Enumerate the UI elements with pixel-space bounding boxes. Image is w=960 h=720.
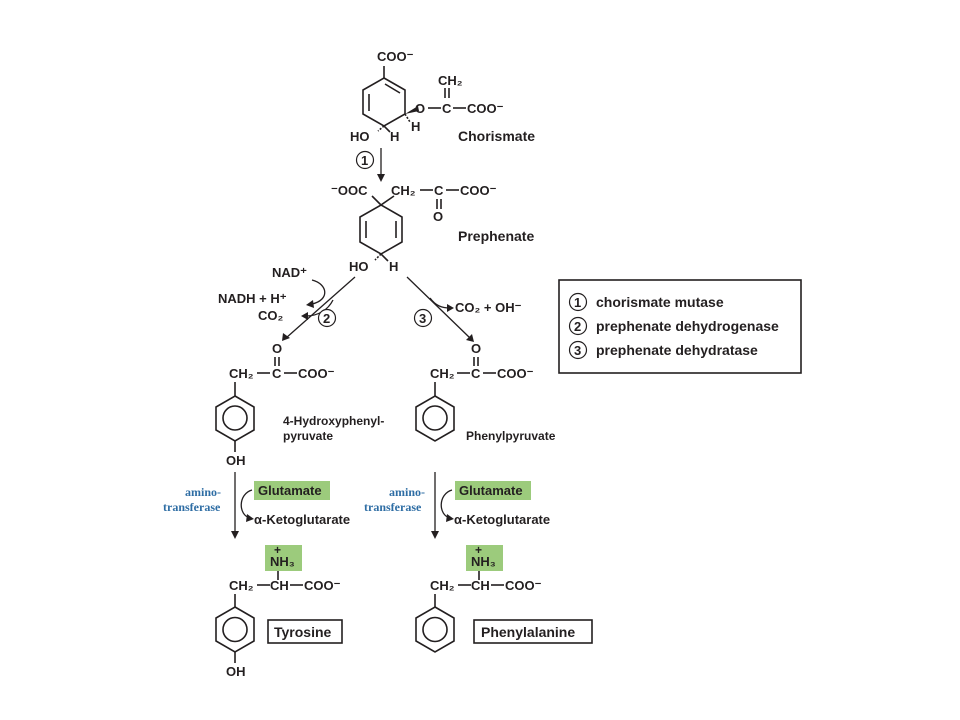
co2-oh-label: CO₂ + OH⁻ [455, 300, 522, 315]
chorismate-coo-top: COO⁻ [377, 49, 414, 64]
aminotransferase-left-line2: transferase [163, 500, 221, 514]
chorismate-name: Chorismate [458, 128, 535, 144]
transamination-left: amino- transferase Glutamate α-Ketogluta… [163, 472, 350, 539]
chorismate-ch2: CH₂ [438, 73, 463, 88]
legend-box [558, 279, 802, 374]
legend-label-3: prephenate dehydratase [596, 342, 758, 358]
transamination-right: amino- transferase Glutamate α-Ketogluta… [364, 472, 550, 539]
hpp-name-line1: 4-Hydroxyphenyl- [283, 414, 384, 428]
legend-label-1: chorismate mutase [596, 294, 724, 310]
ppy-name: Phenylpyruvate [466, 429, 556, 443]
chorismate-h: H [411, 119, 420, 134]
glutamate-left: Glutamate [258, 483, 322, 498]
prephenate-left-group: ⁻OOC [331, 183, 368, 198]
prephenate-structure: ⁻OOC CH₂ C O COO⁻ HO H Prephenate [331, 183, 534, 274]
ppy-o: O [471, 341, 481, 356]
prephenate-h: H [389, 259, 398, 274]
left-branch-step2: NAD⁺ NADH + H⁺ CO₂ 2 [218, 265, 356, 341]
ppy-ch2: CH₂ [430, 366, 455, 381]
legend-num-2: 2 [574, 319, 581, 334]
hpp-o: O [272, 341, 282, 356]
chorismate-o: O [415, 101, 425, 116]
hpp-coo: COO⁻ [298, 366, 335, 381]
step1: 1 [355, 148, 385, 182]
phenylalanine-plus: + [475, 543, 482, 557]
chorismate-h2: H [390, 129, 399, 144]
tyrosine-oh: OH [226, 664, 246, 679]
hpp-name-line2: pyruvate [283, 429, 333, 443]
chorismate-ho: HO [350, 129, 370, 144]
nad-label: NAD⁺ [272, 265, 307, 280]
prephenate-ch2: CH₂ [391, 183, 416, 198]
tyrosine-coo: COO⁻ [304, 578, 341, 593]
tyrosine-plus: + [274, 543, 281, 557]
glutamate-right: Glutamate [459, 483, 523, 498]
step2-circle [317, 308, 337, 328]
phenylalanine-ch2: CH₂ [430, 578, 455, 593]
hpp-ch2: CH₂ [229, 366, 254, 381]
phenylalanine-nh3: NH₃ [471, 554, 496, 569]
hpp-c: C [272, 366, 282, 381]
phenylalanine-nh3-highlight [466, 545, 503, 571]
ppy-ring [415, 395, 455, 442]
tyrosine-ch: CH [270, 578, 289, 593]
ppy-coo: COO⁻ [497, 366, 534, 381]
tyrosine-nh3: NH₃ [270, 554, 295, 569]
aminotransferase-right-line2: transferase [364, 500, 422, 514]
tyrosine-name: Tyrosine [274, 624, 332, 640]
tyrosine-ring [215, 606, 255, 653]
glutamate-left-highlight [254, 481, 330, 500]
tyrosine-name-box [267, 619, 343, 644]
chorismate-c: C [442, 101, 452, 116]
step3-label: 3 [419, 311, 426, 326]
ketoglutarate-left: α-Ketoglutarate [254, 512, 350, 527]
legend-num-3: 3 [574, 343, 581, 358]
right-branch-step3: CO₂ + OH⁻ 3 [406, 276, 522, 342]
glutamate-right-highlight [455, 481, 531, 500]
prephenate-o: O [433, 209, 443, 224]
phenylalanine-name-box [473, 619, 593, 644]
prephenate-c: C [434, 183, 444, 198]
prephenate-ho: HO [349, 259, 369, 274]
hydroxyphenylpyruvate-structure: O CH₂ C COO⁻ OH 4-Hydroxyphenyl- pyruvat… [215, 341, 384, 468]
chorismate-structure: COO⁻ O C CH₂ COO⁻ H HO H Chorismate [350, 49, 535, 144]
hpp-oh: OH [226, 453, 246, 468]
enzyme-legend: 1 chorismate mutase 2 prephenate dehydro… [558, 279, 802, 374]
phenylalanine-ch: CH [471, 578, 490, 593]
nadh-label: NADH + H⁺ [218, 291, 287, 306]
tyrosine-ch2: CH₂ [229, 578, 254, 593]
phenylalanine-name: Phenylalanine [481, 624, 575, 640]
legend-num-1: 1 [574, 295, 581, 310]
phenylalanine-ring [415, 606, 455, 653]
aminotransferase-right-line1: amino- [389, 485, 425, 499]
step2-label: 2 [323, 311, 330, 326]
step3-circle [413, 308, 433, 328]
step1-label: 1 [361, 153, 368, 168]
tyrosine-nh3-highlight [265, 545, 302, 571]
ppy-c: C [471, 366, 481, 381]
phenylalanine-structure: + NH₃ CH₂ CH COO⁻ Phenylalanine [415, 543, 593, 653]
phenylalanine-coo: COO⁻ [505, 578, 542, 593]
step1-circle [355, 150, 375, 170]
phenylpyruvate-structure: O CH₂ C COO⁻ Phenylpyruvate [415, 341, 556, 443]
prephenate-name: Prephenate [458, 228, 534, 244]
tyrosine-structure: + NH₃ CH₂ CH COO⁻ OH Tyrosine [215, 543, 343, 679]
legend-label-2: prephenate dehydrogenase [596, 318, 779, 334]
ketoglutarate-right: α-Ketoglutarate [454, 512, 550, 527]
hpp-ring [215, 395, 255, 442]
aminotransferase-left-line1: amino- [185, 485, 221, 499]
prephenate-coo: COO⁻ [460, 183, 497, 198]
co2-left-label: CO₂ [258, 308, 284, 323]
chorismate-coo-side: COO⁻ [467, 101, 504, 116]
